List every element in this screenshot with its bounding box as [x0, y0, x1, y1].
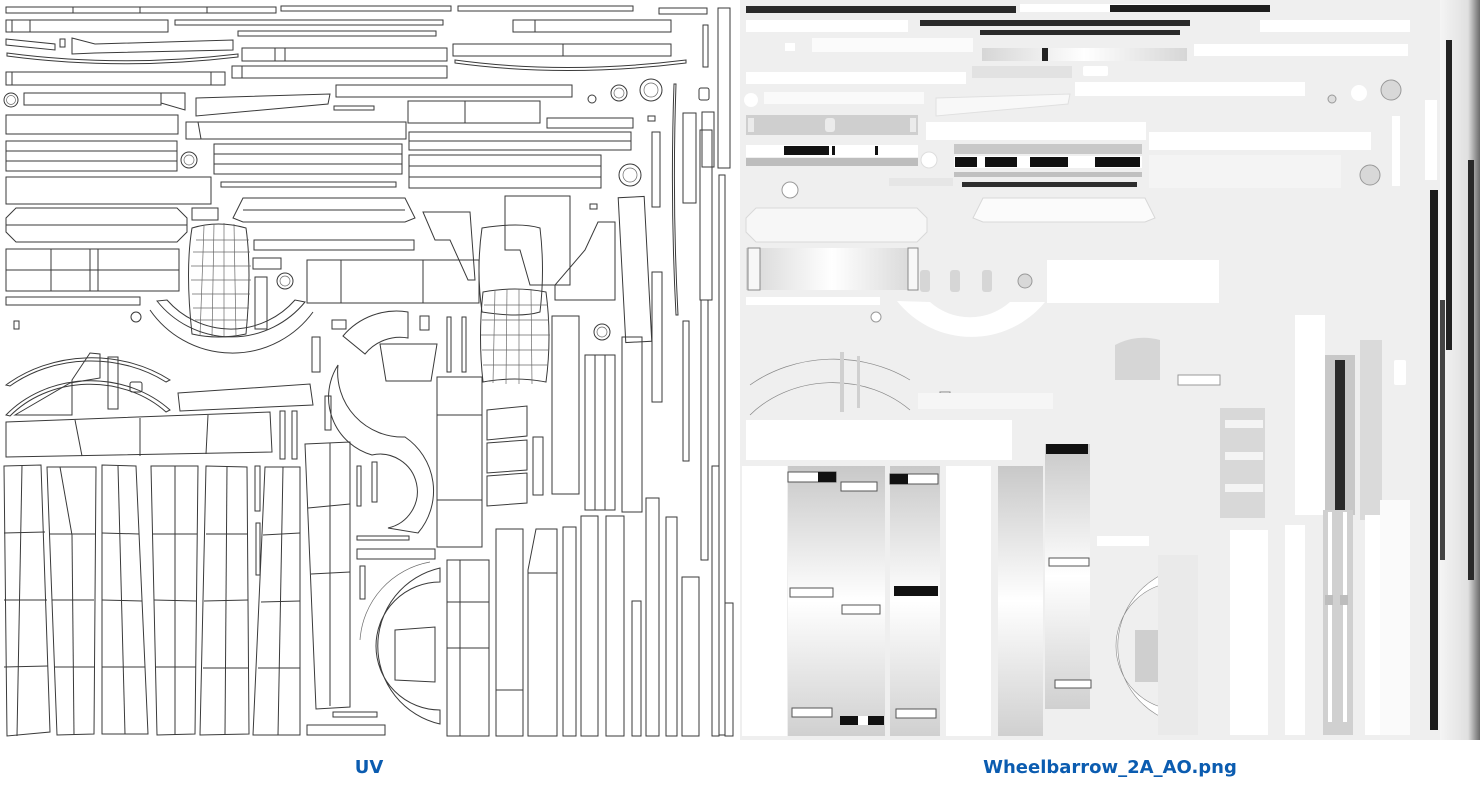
ao-texture-filename-caption: Wheelbarrow_2A_AO.png — [983, 757, 1237, 778]
ao-texture-panel — [740, 0, 1480, 740]
uv-layout-panel — [0, 0, 738, 740]
ao-texture-image — [740, 0, 1480, 740]
uv-caption: UV — [354, 757, 384, 778]
uv-wireframe-image — [3, 5, 734, 737]
